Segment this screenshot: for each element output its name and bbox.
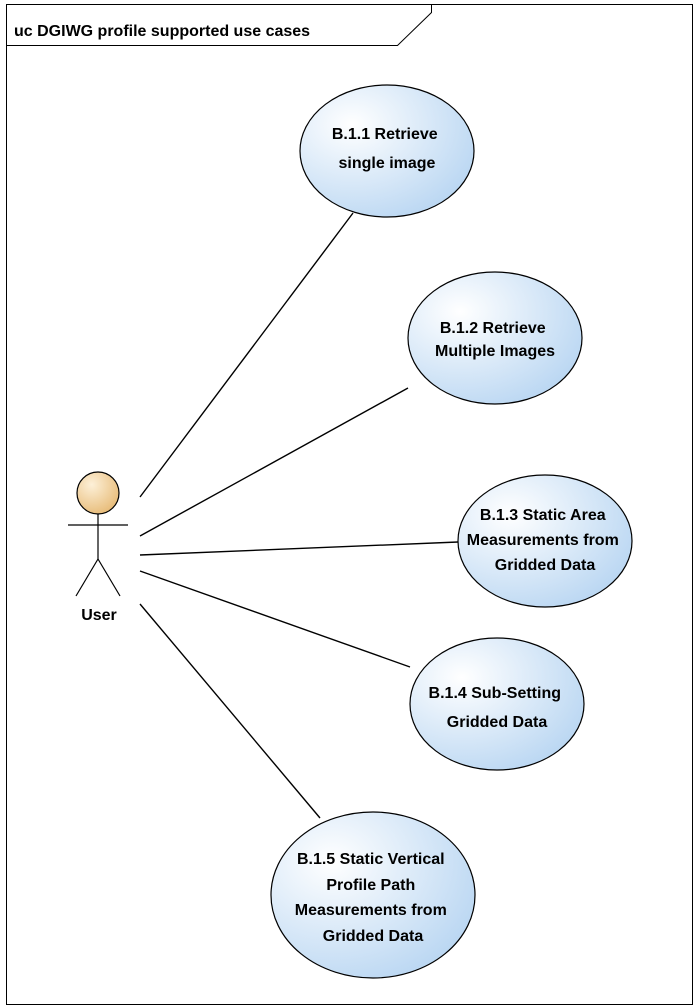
actor-left-leg	[75, 558, 99, 597]
use-case-shape	[457, 474, 633, 608]
association-uc1	[139, 212, 354, 498]
actor-name: User	[81, 607, 117, 624]
use-case-label-line: Gridded Data	[495, 557, 596, 574]
actor-right-leg	[97, 558, 121, 597]
use-case-label: B.1.4 Sub-Setting Gridded Data	[429, 685, 566, 731]
use-case-label-line: Gridded Data	[323, 928, 424, 945]
use-case-b15[interactable]: B.1.5 Static Vertical Profile Path Measu…	[270, 811, 476, 979]
use-case-label: B.1.1 Retrieve single image	[332, 126, 442, 172]
association-uc4	[139, 570, 411, 668]
use-case-label-line: Measurements from	[295, 902, 447, 919]
use-case-label: B.1.2 Retrieve Multiple Images	[435, 320, 555, 360]
association-uc2	[139, 387, 409, 537]
use-case-b14[interactable]: B.1.4 Sub-Setting Gridded Data	[409, 637, 585, 771]
use-case-label-line: Measurements from	[467, 532, 619, 549]
use-case-b12[interactable]: B.1.2 Retrieve Multiple Images	[407, 271, 583, 405]
associations	[139, 212, 459, 819]
use-case-label: B.1.5 Static Vertical Profile Path Measu…	[295, 851, 452, 945]
frame-title-tab	[6, 4, 432, 46]
use-case-label-line: Multiple Images	[435, 343, 555, 360]
use-case-label-line: single image	[339, 155, 436, 172]
use-case-label-line: B.1.3 Static Area	[480, 507, 606, 524]
use-case-label-line: B.1.1 Retrieve	[332, 126, 438, 143]
association-uc3	[139, 541, 459, 556]
frame-title: uc DGIWG profile supported use cases	[14, 23, 310, 40]
use-case-label-line: B.1.4 Sub-Setting	[429, 685, 561, 702]
actor-user[interactable]: User	[68, 471, 128, 624]
use-case-label-line: B.1.5 Static Vertical	[297, 851, 445, 868]
use-case-label-line: Profile Path	[326, 877, 415, 894]
use-case-label-line: Gridded Data	[447, 714, 548, 731]
use-case-label-line: B.1.2 Retrieve	[440, 320, 546, 337]
use-case-b11[interactable]: B.1.1 Retrieve single image	[299, 84, 475, 218]
association-uc5	[139, 603, 321, 819]
use-case-shape	[270, 811, 476, 979]
use-case-shape	[409, 637, 585, 771]
use-case-shape	[407, 271, 583, 405]
use-case-label: B.1.3 Static Area Measurements from Grid…	[467, 507, 624, 574]
use-case-shape	[299, 84, 475, 218]
actor-head	[76, 471, 120, 515]
use-case-b13[interactable]: B.1.3 Static Area Measurements from Grid…	[457, 474, 633, 608]
